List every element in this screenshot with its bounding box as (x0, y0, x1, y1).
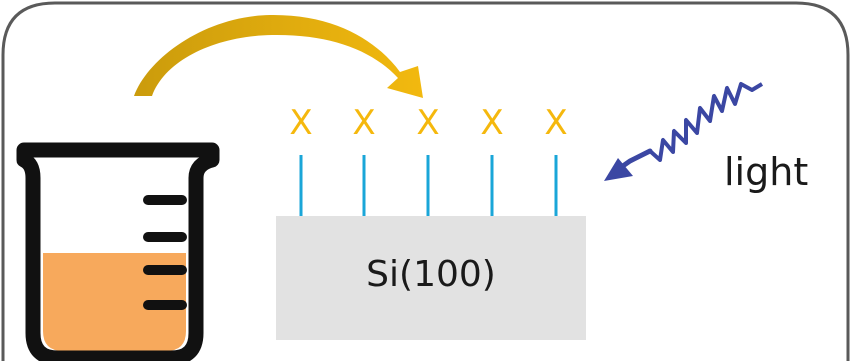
light-wave-squiggle (648, 82, 764, 162)
light-wave-shaft (617, 148, 653, 171)
light-wave-icon (604, 82, 764, 181)
beaker-liquid (43, 253, 186, 351)
substrate-block (276, 216, 586, 340)
beaker-icon (16, 142, 220, 361)
transfer-arrow-icon (121, 14, 423, 98)
molecule-label: X (480, 103, 504, 143)
molecule-label: X (289, 103, 313, 143)
molecule-label: X (416, 103, 440, 143)
light-wave-arrowhead (604, 158, 633, 181)
substrate-label: Si(100) (366, 254, 496, 295)
molecule-label: X (352, 103, 376, 143)
beaker-outline (16, 142, 220, 361)
transfer-arrow-arc (121, 14, 423, 98)
light-label: light (724, 150, 809, 194)
molecule-label: X (544, 103, 568, 143)
